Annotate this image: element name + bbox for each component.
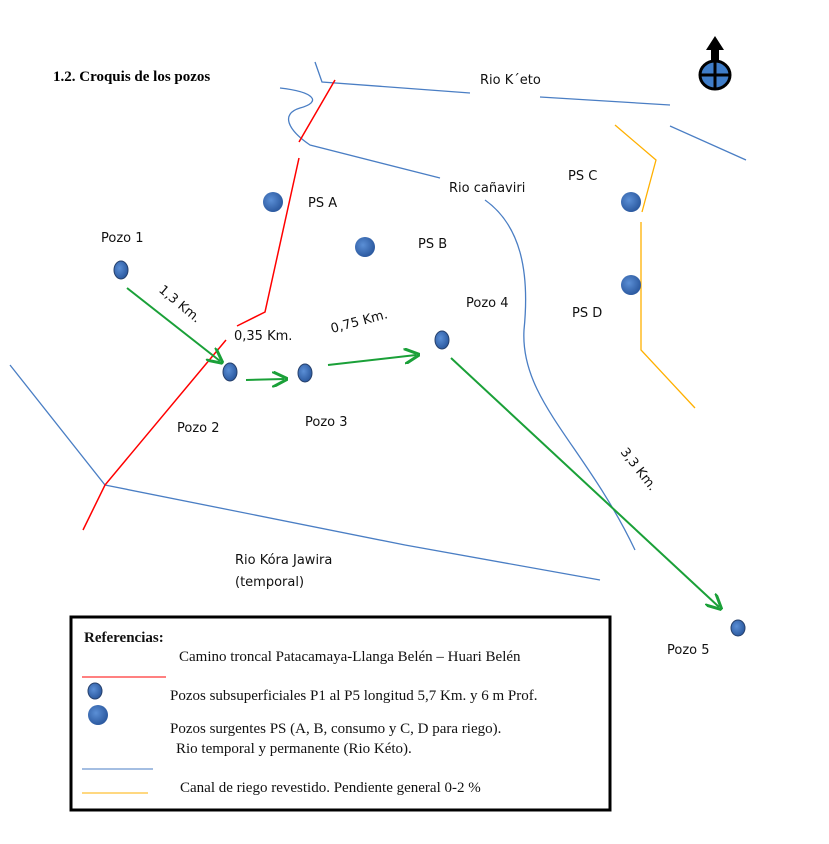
rio-canaviri-label: Rio cañaviri [449,181,525,196]
pozo4-label: Pozo 4 [466,296,509,311]
spring-psc-icon [621,192,641,212]
map-title: 1.2. Croquis de los pozos [53,69,210,85]
rio-canaviri-line [484,199,636,551]
north-arrow-icon [698,36,732,91]
rio-kora-label-2: (temporal) [235,575,304,590]
rio-keto-line [669,125,747,161]
rio-kora-label: Rio Kóra Jawira [235,553,332,568]
rio-kora-line [9,364,601,581]
psc-label: PS C [568,169,597,184]
pozo3-label: Pozo 3 [305,415,348,430]
psd-label: PS D [572,306,602,321]
spring-psa-icon [263,192,283,212]
legend-canal-text: Canal de riego revestido. Pendiente gene… [180,780,481,796]
wells [113,192,746,637]
legend-wells-text: Pozos subsuperficiales P1 al P5 longitud… [170,688,538,704]
pozo2-label: Pozo 2 [177,421,220,436]
flow-arrows [126,287,719,607]
rio-keto-line [314,61,471,94]
rivers [9,61,747,581]
spring-psb-icon [355,237,375,257]
well-pozo2-icon [222,362,238,382]
distance-3-label: 0,75 Km. [329,307,389,337]
road [82,79,336,531]
legend-spring-icon [88,705,108,725]
legend-heading: Referencias: [84,630,164,646]
psb-label: PS B [418,237,447,252]
well-pozo3-icon [297,363,313,383]
psa-label: PS A [308,196,337,211]
legend-road-text: Camino troncal Patacamaya-Llanga Belén –… [179,649,521,665]
distance-1-label: 1,3 Km. [155,283,203,327]
canal [614,124,696,409]
pozo1-label: Pozo 1 [101,231,144,246]
legend-springs-text: Pozos surgentes PS (A, B, consumo y C, D… [170,721,501,737]
spring-psd-icon [621,275,641,295]
pozo5-label: Pozo 5 [667,643,710,658]
well-pozo5-icon [730,619,746,637]
well-pozo1-icon [113,260,129,280]
legend: Referencias: Camino troncal Patacamaya-L… [69,615,612,812]
legend-well-icon [87,682,103,700]
rio-keto-line [539,96,671,106]
legend-river-text: Rio temporal y permanente (Rio Kéto). [176,741,412,757]
well-pozo4-icon [434,330,450,350]
distance-2-label: 0,35 Km. [234,329,292,344]
rio-keto-label: Rio K´eto [480,73,541,88]
distance-4-label: 3,3 Km. [617,445,660,494]
rio-canaviri-line [279,87,441,179]
